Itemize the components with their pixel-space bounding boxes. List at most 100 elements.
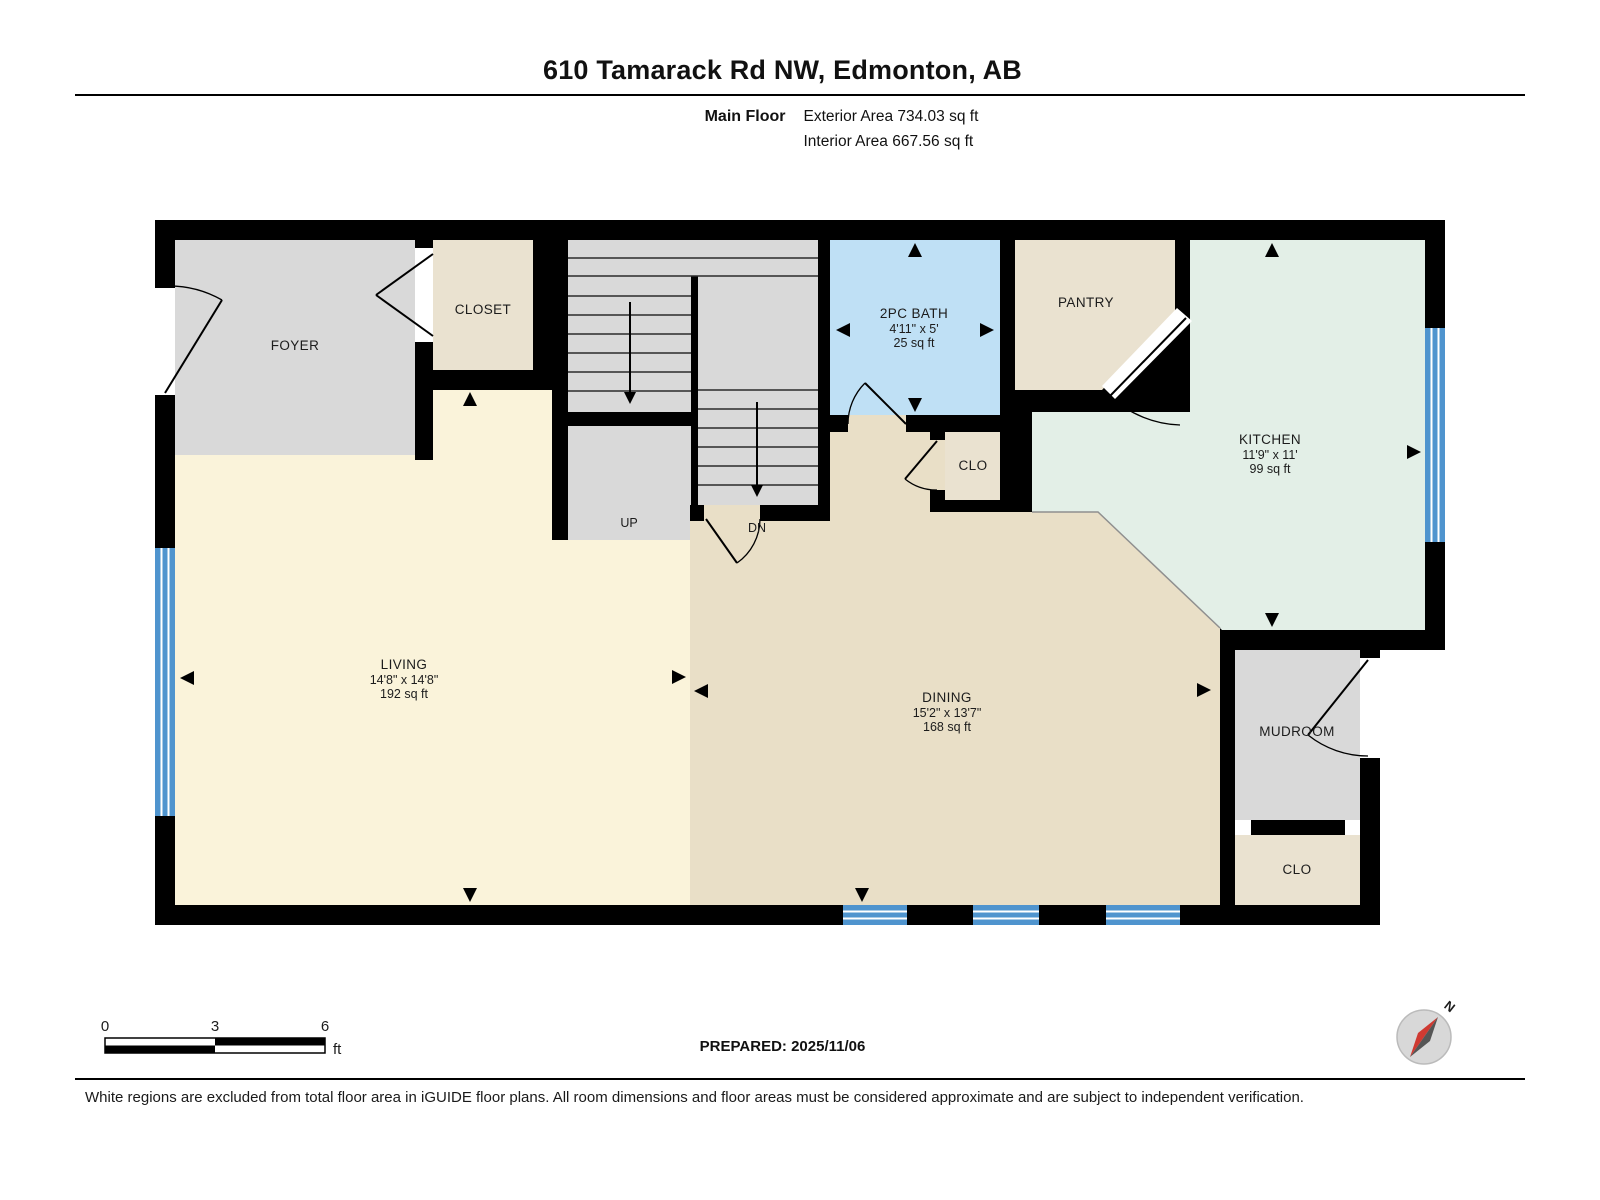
room-dims-kitchen: 11'9" x 11' bbox=[1242, 448, 1297, 462]
window-glass bbox=[973, 905, 1039, 925]
exterior-area: Exterior Area 734.03 sq ft bbox=[803, 108, 979, 125]
pantry-door-opening bbox=[1102, 308, 1192, 399]
scale-segment bbox=[215, 1038, 325, 1046]
window-mullions bbox=[843, 910, 907, 920]
mudroom-wall-gap bbox=[1235, 820, 1251, 835]
window-glass bbox=[155, 548, 175, 816]
door-leaf bbox=[375, 253, 434, 296]
mudroom-wall-gap bbox=[1345, 820, 1360, 835]
compass-icon: N bbox=[1396, 998, 1458, 1065]
stair-divider-wall bbox=[691, 276, 698, 505]
wall-segment bbox=[566, 412, 692, 426]
room-area-kitchen: 99 sq ft bbox=[1250, 462, 1292, 476]
basement-door-opening bbox=[704, 505, 760, 521]
door-swing-arc bbox=[847, 382, 866, 425]
floor-label: Main Floor bbox=[704, 108, 786, 125]
room-foyer-floor bbox=[175, 240, 415, 455]
pantry-door bbox=[1109, 317, 1187, 426]
room-dims-dining: 15'2" x 13'7" bbox=[913, 706, 982, 720]
room-label-closet: CLOSET bbox=[455, 302, 511, 317]
scale-segment bbox=[105, 1045, 215, 1053]
room-label-hall-closet: CLO bbox=[959, 458, 988, 473]
room-dims-living: 14'8" x 14'8" bbox=[370, 673, 439, 687]
entry-door bbox=[164, 285, 223, 394]
room-label-bath: 2PC BATH bbox=[880, 306, 948, 321]
wall-openings bbox=[155, 248, 1380, 835]
door-leaf bbox=[375, 294, 434, 337]
room-label-pantry: PANTRY bbox=[1058, 295, 1114, 310]
window bbox=[843, 905, 907, 925]
door-leaf bbox=[864, 382, 907, 425]
room-label-mudroom: MUDROOM bbox=[1259, 724, 1335, 739]
closet-door-opening bbox=[415, 248, 433, 342]
mudroom-door bbox=[1307, 659, 1369, 757]
door-swing-arc bbox=[736, 518, 761, 564]
mudroom-door-opening bbox=[1360, 658, 1380, 758]
door-swing-arc bbox=[1109, 395, 1181, 426]
stairs-down-label: DN bbox=[748, 521, 766, 535]
window bbox=[973, 905, 1039, 925]
room-area-living: 192 sq ft bbox=[380, 687, 428, 701]
window-mullions bbox=[160, 548, 170, 816]
window-glass bbox=[843, 905, 907, 925]
page-title: 610 Tamarack Rd NW, Edmonton, AB bbox=[543, 55, 1022, 85]
window-glass bbox=[1106, 905, 1180, 925]
room-mudroom-floor bbox=[1235, 650, 1360, 820]
room-living-floor bbox=[175, 390, 690, 905]
scale-tick-6: 6 bbox=[321, 1018, 329, 1035]
door-swing-arc bbox=[1307, 734, 1369, 757]
bath-door bbox=[847, 382, 907, 425]
compass-needle-dark bbox=[1410, 1017, 1438, 1057]
room-label-dining: DINING bbox=[922, 690, 972, 705]
stairs-up-label: UP bbox=[620, 516, 637, 530]
floor-areas: Exterior Area 734.03 sq ft Interior Area… bbox=[803, 104, 978, 154]
room-hall-closet-floor bbox=[945, 432, 1000, 500]
stairs bbox=[568, 257, 818, 486]
hall-closet-door-opening bbox=[930, 440, 945, 490]
door-leaf bbox=[705, 518, 738, 564]
window bbox=[1425, 328, 1445, 542]
stair-direction-lines bbox=[629, 302, 758, 486]
room-dims-bath: 4'11" x 5' bbox=[889, 322, 938, 336]
door-leaf bbox=[164, 299, 223, 394]
windows bbox=[155, 328, 1445, 925]
room-closet-floor bbox=[433, 240, 533, 370]
title-divider bbox=[75, 94, 1525, 96]
compass-north-label: N bbox=[1441, 998, 1458, 1016]
room-area-dining: 168 sq ft bbox=[923, 720, 971, 734]
room-label-living: LIVING bbox=[381, 657, 428, 672]
room-label-mudroom-closet: CLO bbox=[1283, 862, 1312, 877]
room-dining-floor bbox=[690, 512, 1220, 905]
bath-door-opening bbox=[848, 415, 906, 432]
basement-door bbox=[705, 518, 761, 564]
room-labels: FOYER CLOSET 2PC BATH 4'11" x 5' 25 sq f… bbox=[271, 295, 1335, 877]
floor-summary: Main Floor Exterior Area 734.03 sq ft In… bbox=[0, 104, 1600, 154]
window-glass bbox=[1425, 328, 1445, 542]
scale-bar: 0 3 6 ft bbox=[101, 1018, 342, 1058]
window-mullions bbox=[973, 910, 1039, 920]
scale-tick-0: 0 bbox=[101, 1018, 109, 1035]
room-bath-floor bbox=[830, 240, 1000, 415]
room-label-kitchen: KITCHEN bbox=[1239, 432, 1301, 447]
hallway-floor bbox=[830, 432, 930, 512]
hall-closet-door bbox=[904, 440, 938, 491]
window-mullions bbox=[1430, 328, 1440, 542]
stairwell-landing bbox=[568, 505, 690, 540]
interior-area: Interior Area 667.56 sq ft bbox=[803, 133, 974, 150]
door-leaf bbox=[904, 440, 938, 480]
room-label-foyer: FOYER bbox=[271, 338, 320, 353]
room-mudroom-closet-floor bbox=[1235, 835, 1360, 905]
window bbox=[1106, 905, 1180, 925]
scale-tick-3: 3 bbox=[211, 1018, 219, 1035]
scale-frame bbox=[104, 1037, 326, 1054]
disclaimer-text: White regions are excluded from total fl… bbox=[85, 1089, 1304, 1106]
room-area-bath: 25 sq ft bbox=[894, 336, 936, 350]
doors bbox=[164, 253, 1369, 757]
scale-unit: ft bbox=[333, 1041, 342, 1058]
door-swing-arc bbox=[164, 285, 223, 301]
open-boundary-line bbox=[1032, 511, 1221, 629]
footer-divider bbox=[75, 1078, 1525, 1080]
prepared-date: PREPARED: 2025/11/06 bbox=[699, 1038, 866, 1055]
